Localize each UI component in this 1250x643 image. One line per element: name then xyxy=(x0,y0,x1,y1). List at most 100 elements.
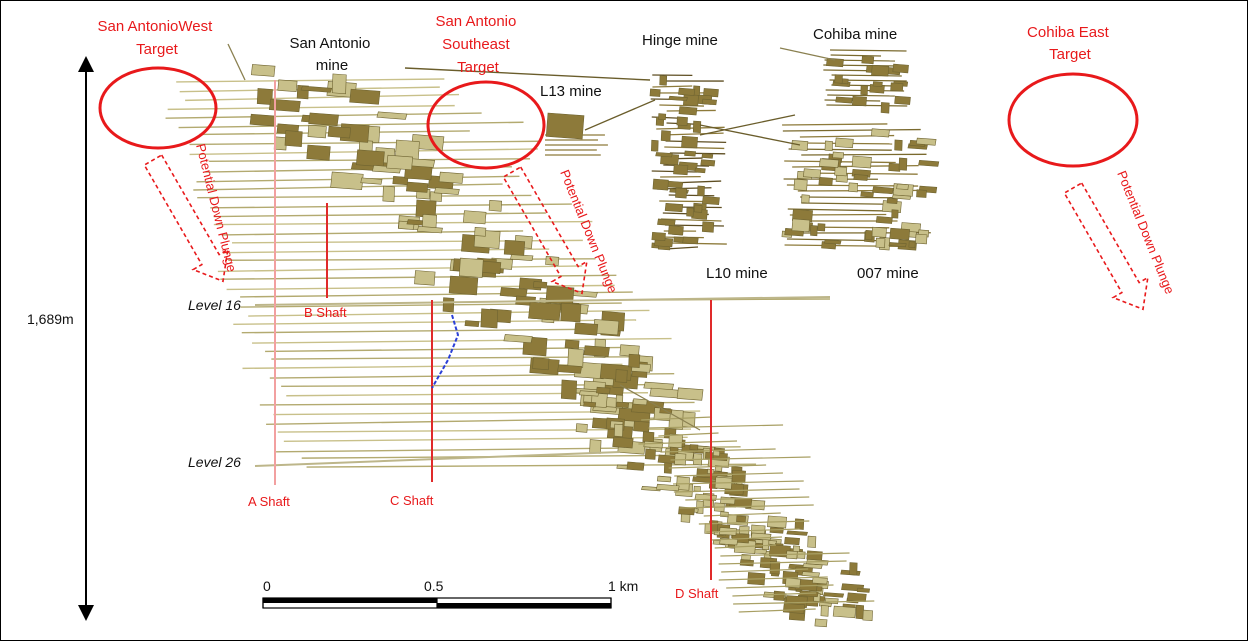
stope xyxy=(700,159,716,167)
stope xyxy=(769,560,781,575)
stope xyxy=(908,241,916,249)
stope xyxy=(668,95,688,102)
stope xyxy=(898,157,908,171)
stope xyxy=(532,357,550,371)
san-antonio-mine-line-2: mine xyxy=(316,57,349,74)
drive xyxy=(830,54,882,57)
stope xyxy=(488,199,503,212)
stope xyxy=(818,177,833,186)
scale-tick-half: 0.5 xyxy=(424,578,444,594)
stope xyxy=(462,210,487,225)
stope xyxy=(649,387,681,399)
stope xyxy=(675,187,688,199)
level-16-label: Level 16 xyxy=(188,297,241,313)
stope xyxy=(720,511,729,518)
stope xyxy=(583,345,610,357)
drive xyxy=(801,153,927,156)
stope xyxy=(330,171,364,190)
stope xyxy=(628,353,641,368)
cohiba-east-target-line-1: Cohiba East xyxy=(1027,24,1110,41)
stope xyxy=(589,439,602,454)
stope xyxy=(664,202,684,213)
stope xyxy=(812,576,828,585)
stope xyxy=(865,229,873,241)
stope xyxy=(434,187,460,195)
stope xyxy=(875,237,886,249)
stope xyxy=(705,451,714,460)
stope xyxy=(503,239,526,256)
drive xyxy=(197,194,532,199)
stope xyxy=(284,130,303,147)
drive xyxy=(404,67,651,81)
stope xyxy=(834,137,854,149)
stope xyxy=(694,167,706,174)
drive xyxy=(265,346,626,353)
stope xyxy=(474,226,487,237)
stope xyxy=(712,450,721,457)
stope xyxy=(615,401,630,408)
drive xyxy=(703,512,781,517)
stope xyxy=(574,322,599,336)
stope xyxy=(673,236,685,243)
level-16-line xyxy=(254,296,831,306)
drive xyxy=(176,78,445,83)
drive xyxy=(699,114,796,136)
stope xyxy=(567,348,584,368)
stope xyxy=(915,233,928,245)
decline-trace xyxy=(431,314,460,389)
stope xyxy=(810,225,818,237)
stope xyxy=(307,124,327,139)
drive xyxy=(619,384,701,431)
b-shaft-label: B Shaft xyxy=(304,305,347,320)
stope xyxy=(564,339,580,349)
stope xyxy=(560,379,578,400)
stope xyxy=(651,139,659,152)
stope xyxy=(331,73,347,95)
drive xyxy=(710,536,782,541)
drive xyxy=(827,94,895,97)
san-antonio-southeast-target-ellipse xyxy=(426,80,546,170)
cohiba-mine-label: Cohiba mine xyxy=(813,26,897,43)
scale-tick-0: 0 xyxy=(263,578,271,594)
stope xyxy=(773,590,785,601)
stope xyxy=(681,411,696,428)
stope xyxy=(848,182,859,193)
drive xyxy=(227,43,246,81)
stope xyxy=(642,431,655,443)
stope xyxy=(692,476,712,483)
stope xyxy=(464,320,480,327)
stope xyxy=(308,112,339,127)
stope xyxy=(823,592,845,598)
stope xyxy=(872,186,894,195)
stope xyxy=(892,63,909,74)
stope xyxy=(820,605,829,617)
plunge-label-east: Potential Down Plunge xyxy=(1114,169,1177,297)
stope xyxy=(686,207,694,217)
l10-mine-label: L10 mine xyxy=(706,265,768,282)
drive xyxy=(638,440,738,445)
stope xyxy=(392,175,409,186)
stope xyxy=(277,79,298,93)
stope xyxy=(891,209,899,219)
stope xyxy=(632,398,648,406)
stope xyxy=(692,120,702,134)
stope xyxy=(510,253,534,262)
stope xyxy=(693,204,703,213)
drive xyxy=(241,328,619,334)
stope xyxy=(894,139,903,151)
cohiba-east-target-ellipse xyxy=(1007,72,1139,168)
drive xyxy=(306,463,757,468)
stope xyxy=(835,96,853,104)
drive xyxy=(779,47,836,61)
drive xyxy=(787,208,887,212)
stope xyxy=(676,387,704,401)
san-antonio-west-target-line-2: Target xyxy=(136,41,179,58)
stope xyxy=(736,515,747,523)
drive xyxy=(648,424,784,429)
drive xyxy=(673,488,800,493)
stope xyxy=(422,213,437,229)
stope xyxy=(896,183,909,190)
stope xyxy=(819,158,840,168)
